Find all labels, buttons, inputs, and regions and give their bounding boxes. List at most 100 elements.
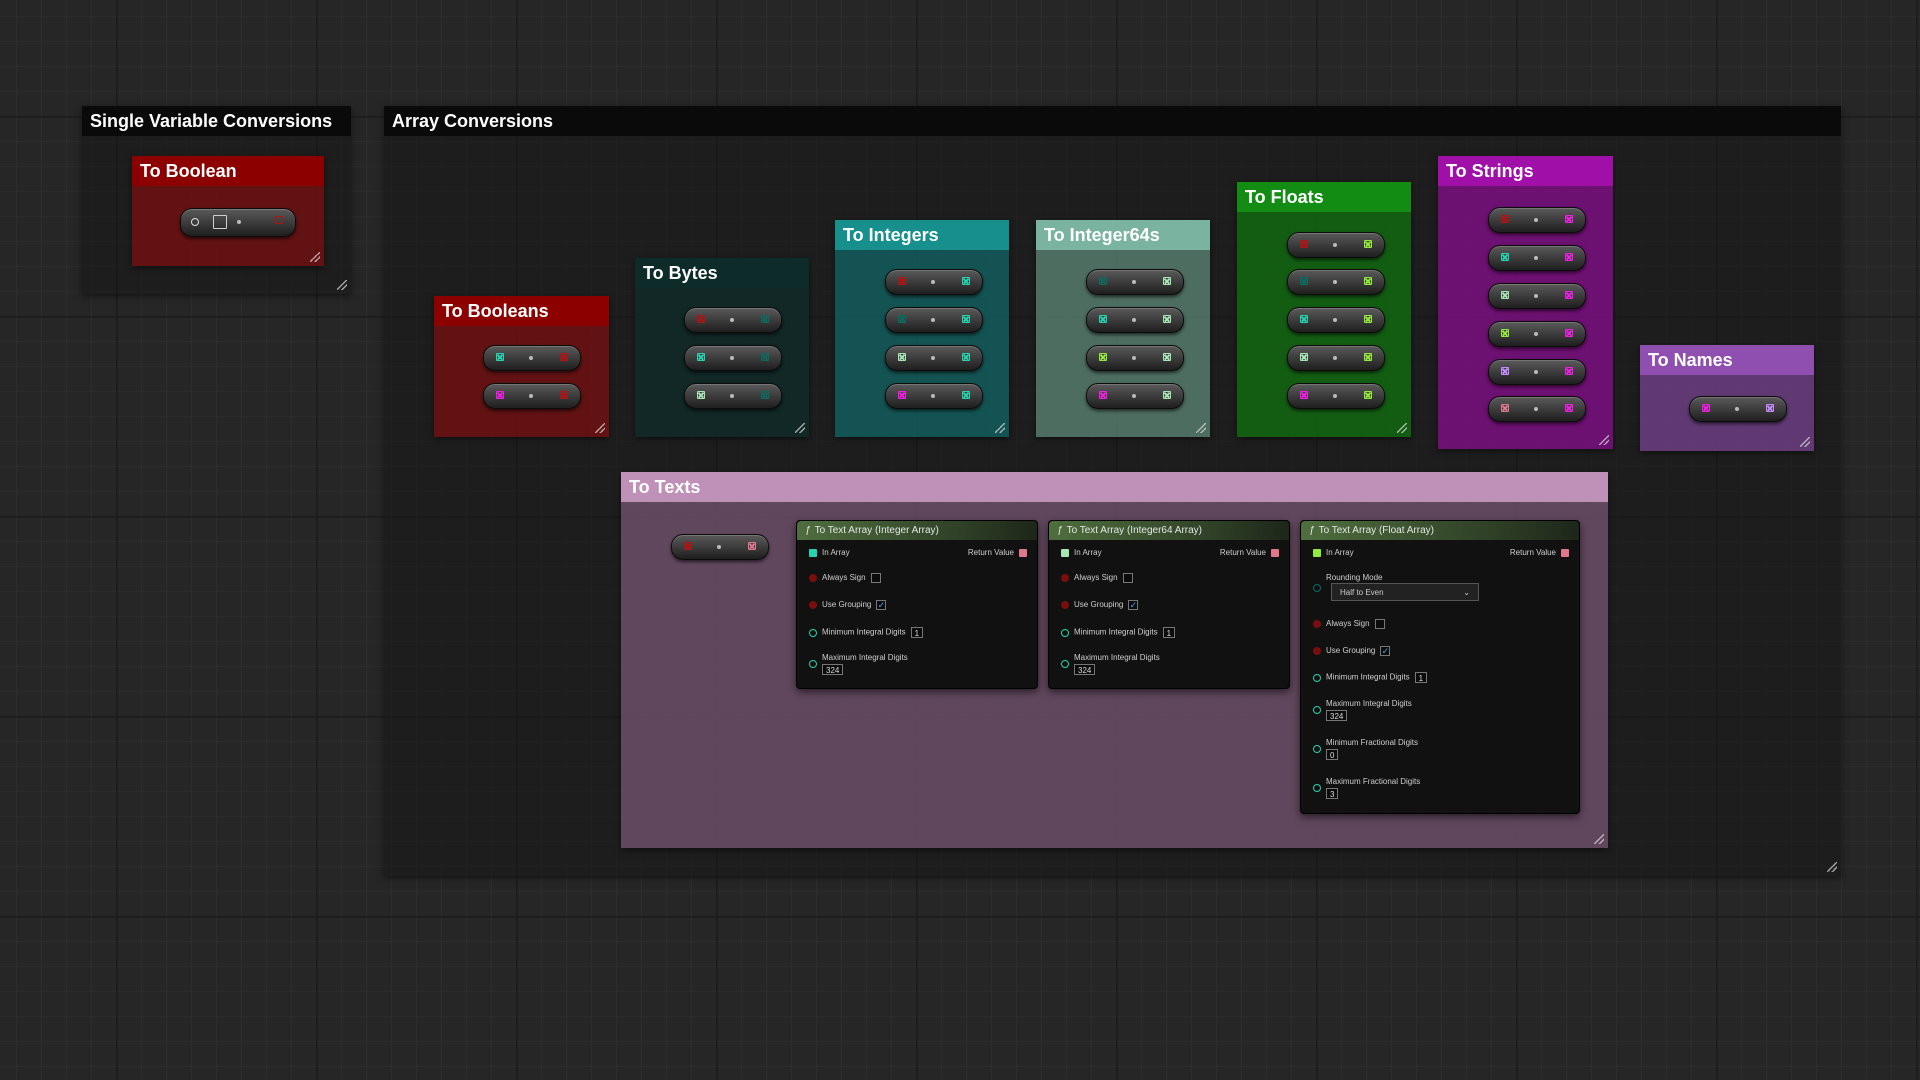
always-sign-pin[interactable] — [809, 574, 817, 582]
use-grouping-row[interactable]: Use Grouping✓ — [1313, 646, 1391, 656]
reroute-node[interactable] — [1287, 345, 1385, 371]
max-integral-row[interactable]: Maximum Integral Digits 324 — [1313, 699, 1412, 721]
in-array-pin-row[interactable]: In Array — [1313, 548, 1354, 557]
reroute-node[interactable] — [684, 307, 782, 333]
use-grouping-pin[interactable] — [1061, 601, 1069, 609]
return-value-pin[interactable] — [1271, 548, 1279, 557]
always-sign-pin[interactable] — [1313, 620, 1321, 628]
use-grouping-pin[interactable] — [809, 601, 817, 609]
float-array-output-pin[interactable] — [1364, 315, 1372, 323]
always-sign-checkbox[interactable] — [1374, 619, 1385, 629]
always-sign-pin[interactable] — [1061, 574, 1069, 582]
max-integral-pin[interactable] — [1061, 659, 1069, 668]
rounding-mode-dropdown[interactable]: Half to Even ⌄ — [1331, 583, 1479, 601]
int-array-output-pin[interactable] — [962, 315, 970, 323]
min-integral-pin[interactable] — [1313, 673, 1321, 682]
byte-array-input-pin[interactable] — [898, 315, 906, 323]
reroute-node[interactable] — [1086, 307, 1184, 333]
int64-array-input-pin[interactable] — [898, 353, 906, 361]
resize-handle[interactable] — [337, 280, 347, 290]
in-array-pin[interactable] — [809, 548, 817, 557]
reroute-node[interactable] — [1488, 245, 1586, 271]
int64-array-output-pin[interactable] — [1163, 277, 1171, 285]
rounding-mode-pin[interactable] — [1313, 583, 1321, 592]
return-value-pin-row[interactable]: Return Value — [1220, 548, 1279, 557]
bool-array-input-pin[interactable] — [1300, 240, 1308, 248]
byte-array-output-pin[interactable] — [761, 315, 769, 323]
return-value-pin-row[interactable]: Return Value — [1510, 548, 1569, 557]
always-sign-row[interactable]: Always Sign — [1313, 619, 1385, 629]
bool-checkbox[interactable] — [213, 215, 227, 229]
reroute-node[interactable] — [885, 383, 983, 409]
text-array-input-pin[interactable] — [1501, 404, 1509, 412]
min-integral-pin[interactable] — [809, 628, 817, 637]
in-array-pin-row[interactable]: In Array — [1061, 548, 1102, 557]
int64-array-output-pin[interactable] — [1163, 391, 1171, 399]
max-fractional-pin[interactable] — [1313, 783, 1321, 792]
float-array-output-pin[interactable] — [1364, 391, 1372, 399]
string-array-output-pin[interactable] — [1565, 404, 1573, 412]
byte-array-input-pin[interactable] — [1300, 277, 1308, 285]
reroute-node[interactable] — [1086, 345, 1184, 371]
resize-handle[interactable] — [995, 423, 1005, 433]
min-fractional-input[interactable]: 0 — [1326, 749, 1339, 760]
return-value-pin-row[interactable]: Return Value — [968, 548, 1027, 557]
bool-array-input-pin[interactable] — [898, 277, 906, 285]
return-value-pin[interactable] — [1019, 548, 1027, 557]
float-array-output-pin[interactable] — [1364, 353, 1372, 361]
float-array-input-pin[interactable] — [1501, 329, 1509, 337]
reroute-node[interactable] — [180, 208, 296, 237]
reroute-node[interactable] — [1488, 283, 1586, 309]
bool-array-input-pin[interactable] — [1501, 215, 1509, 223]
resize-handle[interactable] — [1397, 423, 1407, 433]
reroute-node[interactable] — [1086, 383, 1184, 409]
always-sign-checkbox[interactable] — [1122, 573, 1133, 583]
reroute-node[interactable] — [1488, 207, 1586, 233]
string-array-input-pin[interactable] — [1300, 391, 1308, 399]
int64-array-input-pin[interactable] — [1501, 291, 1509, 299]
comment-title[interactable]: Single Variable Conversions — [82, 106, 351, 136]
max-integral-row[interactable]: Maximum Integral Digits 324 — [1061, 653, 1160, 675]
float-array-input-pin[interactable] — [1099, 353, 1107, 361]
max-fractional-input[interactable]: 3 — [1326, 788, 1339, 799]
bool-array-output-pin[interactable] — [560, 353, 568, 361]
int-array-input-pin[interactable] — [697, 353, 705, 361]
comment-to-names[interactable]: To Names — [1640, 345, 1814, 451]
max-integral-row[interactable]: Maximum Integral Digits 324 — [809, 653, 908, 675]
use-grouping-row[interactable]: Use Grouping✓ — [809, 600, 887, 610]
max-integral-pin[interactable] — [1313, 705, 1321, 714]
string-array-output-pin[interactable] — [1565, 215, 1573, 223]
name-array-input-pin[interactable] — [1501, 367, 1509, 375]
string-array-input-pin[interactable] — [1702, 404, 1710, 412]
use-grouping-row[interactable]: Use Grouping✓ — [1061, 600, 1139, 610]
reroute-node[interactable] — [885, 307, 983, 333]
min-integral-input[interactable]: 1 — [1162, 627, 1176, 638]
comment-to-booleans[interactable]: To Booleans — [434, 296, 609, 437]
byte-array-output-pin[interactable] — [761, 391, 769, 399]
in-array-pin[interactable] — [1313, 548, 1321, 557]
float-array-output-pin[interactable] — [1364, 240, 1372, 248]
return-value-pin[interactable] — [1561, 548, 1569, 557]
resize-handle[interactable] — [1196, 423, 1206, 433]
string-array-output-pin[interactable] — [1565, 291, 1573, 299]
reroute-node[interactable] — [684, 383, 782, 409]
resize-handle[interactable] — [795, 423, 805, 433]
string-array-output-pin[interactable] — [1565, 367, 1573, 375]
min-integral-pin[interactable] — [1061, 628, 1069, 637]
bool-array-input-pin[interactable] — [697, 315, 705, 323]
reroute-node[interactable] — [1488, 396, 1586, 422]
max-integral-input[interactable]: 324 — [1074, 664, 1096, 675]
comment-title[interactable]: To Integer64s — [1036, 220, 1210, 250]
string-array-input-pin[interactable] — [496, 391, 504, 399]
reroute-node[interactable] — [671, 534, 769, 560]
comment-title[interactable]: Array Conversions — [384, 106, 1841, 136]
max-fractional-row[interactable]: Maximum Fractional Digits 3 — [1313, 777, 1420, 799]
reroute-node[interactable] — [1488, 321, 1586, 347]
int64-array-input-pin[interactable] — [1300, 353, 1308, 361]
